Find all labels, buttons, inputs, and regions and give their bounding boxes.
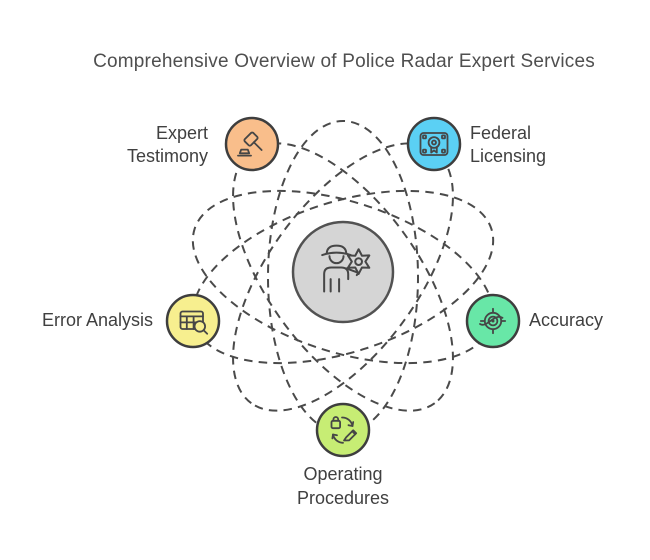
label-line: Expert (155, 123, 208, 143)
lock-glyph (330, 419, 342, 430)
label-line: Error Analysis (41, 310, 153, 330)
police-officer-badge-icon (321, 244, 371, 293)
label-line: Accuracy (529, 310, 604, 330)
label-expert-testimony: Expert Testimony (38, 122, 208, 168)
label-line: Licensing (470, 146, 547, 166)
label-error-analysis: Error Analysis (13, 309, 153, 332)
pencil-glyph (343, 429, 358, 442)
page-title: Comprehensive Overview of Police Radar E… (93, 51, 595, 72)
node-operating-procedures (315, 402, 371, 458)
center-node (291, 220, 395, 324)
label-line: Testimony (126, 146, 208, 166)
label-operating-procedures: Operating Procedures (243, 462, 443, 510)
label-line: Operating (303, 464, 383, 484)
table-magnifier-icon (179, 310, 209, 335)
label-line: Procedures (296, 488, 390, 508)
certificate-icon (419, 132, 449, 156)
label-line: Federal (470, 123, 532, 143)
target-icon (479, 307, 507, 335)
process-sync-icon (330, 416, 358, 444)
label-federal-licensing: Federal Licensing (470, 122, 640, 168)
gavel-icon (237, 131, 263, 157)
label-accuracy: Accuracy (529, 309, 649, 332)
